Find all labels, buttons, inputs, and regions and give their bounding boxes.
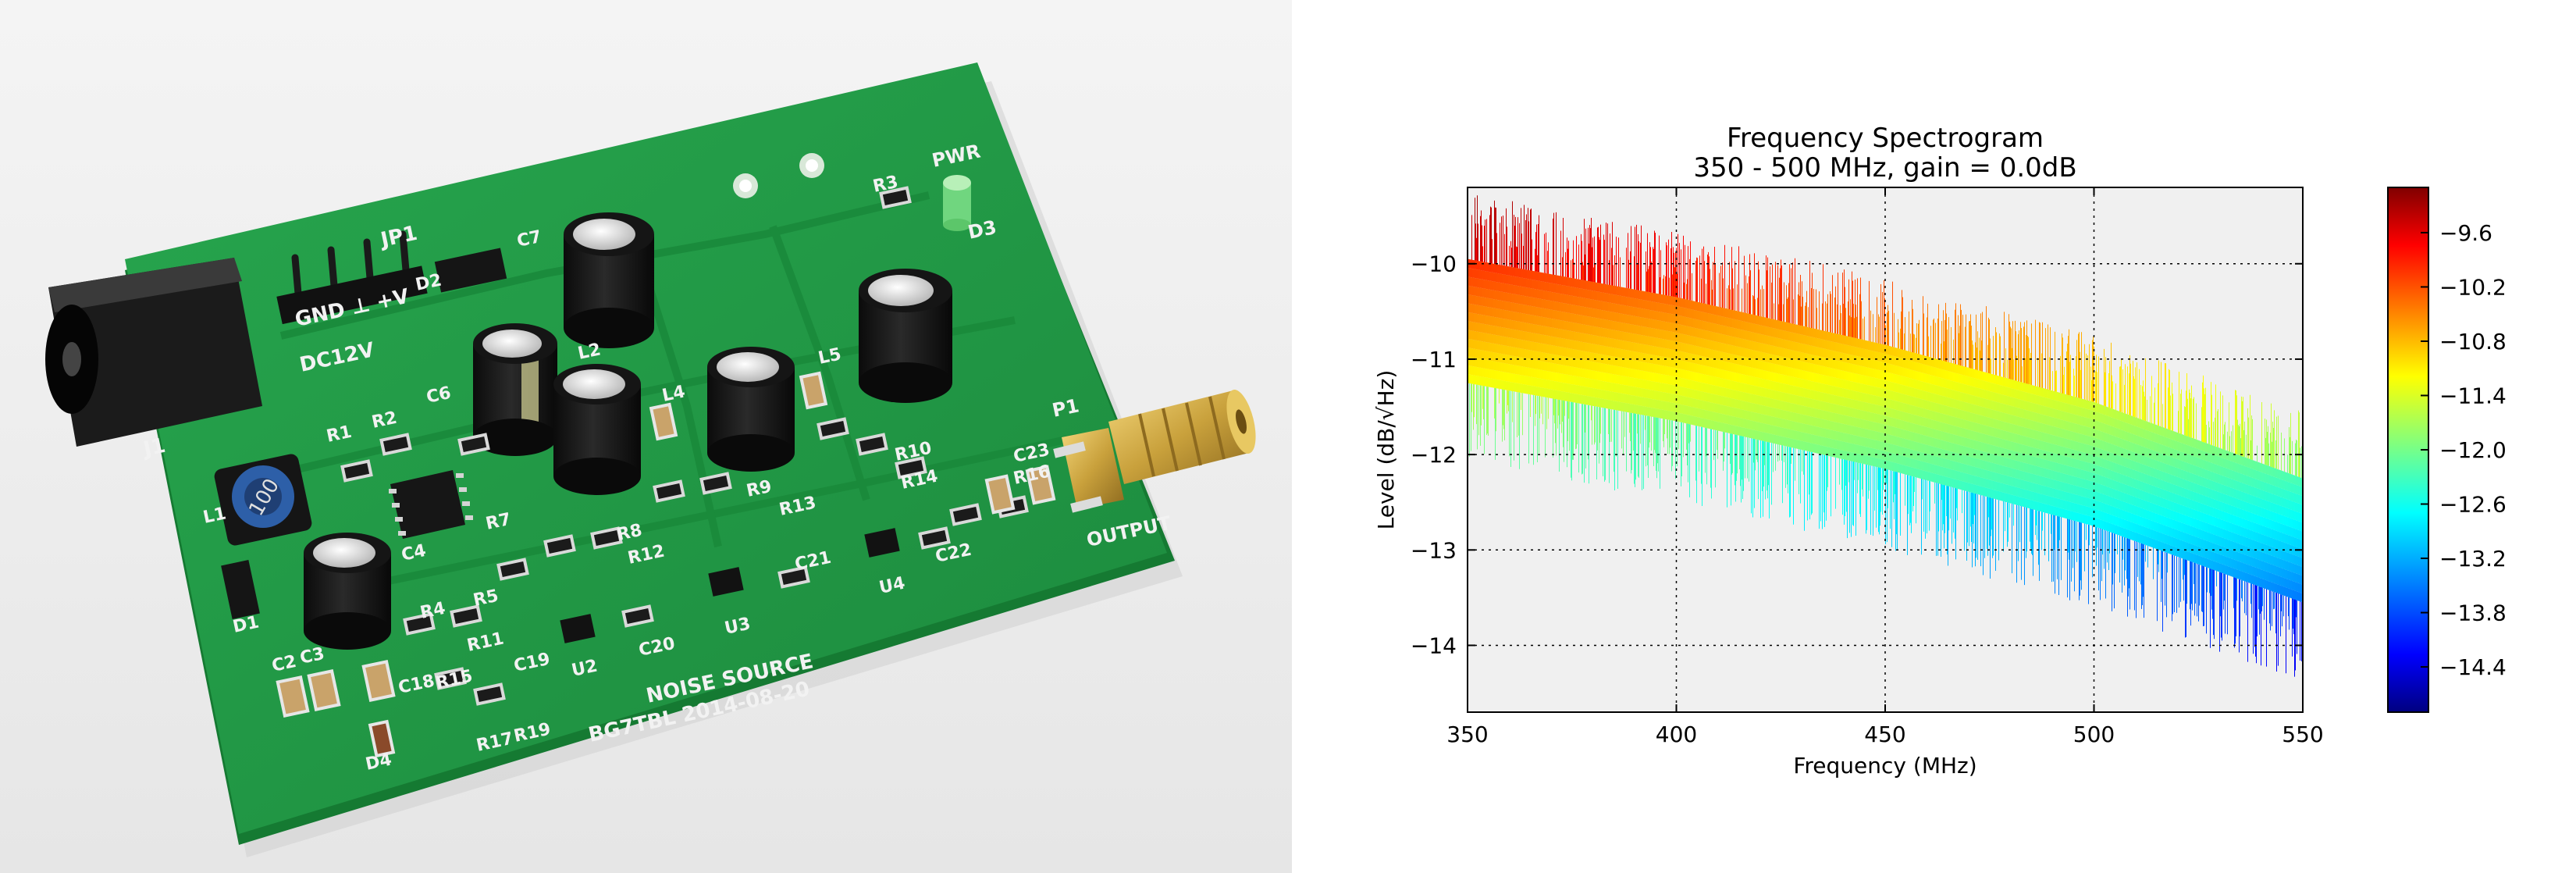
noise-spectrum-traces (1468, 195, 2303, 677)
dc-power-jack (45, 258, 262, 447)
electrolytic-capacitors (304, 212, 952, 650)
ref-label: L2 (576, 340, 603, 364)
chart-title: Frequency Spectrogram (1727, 123, 2044, 154)
inductor-l1: 100 (214, 454, 312, 546)
chart-subtitle: 350 - 500 MHz, gain = 0.0dB (1693, 152, 2076, 184)
spectrogram-chart: Frequency Spectrogram 350 - 500 MHz, gai… (1373, 123, 2507, 779)
header-pins-jp1 (291, 230, 410, 298)
label-j1: J1 (140, 434, 167, 462)
pcb-illustration: 100 (45, 62, 1256, 857)
noise-source-pcb-photo: 100 (0, 0, 1292, 873)
mounting-holes (733, 153, 824, 198)
label-p1: P1 (1050, 394, 1080, 422)
ref-label: L5 (817, 344, 843, 369)
power-led (943, 175, 971, 231)
ref-label: L1 (201, 504, 228, 528)
op-amp-ic (389, 470, 473, 539)
sma-output-connector (1053, 390, 1256, 513)
smd-components (221, 186, 1056, 758)
spectrogram-panel: Frequency Spectrogram 350 - 500 MHz, gai… (1292, 0, 2576, 873)
ref-label: L4 (660, 382, 687, 406)
pcb-board (125, 62, 1167, 834)
header-base (276, 265, 428, 325)
